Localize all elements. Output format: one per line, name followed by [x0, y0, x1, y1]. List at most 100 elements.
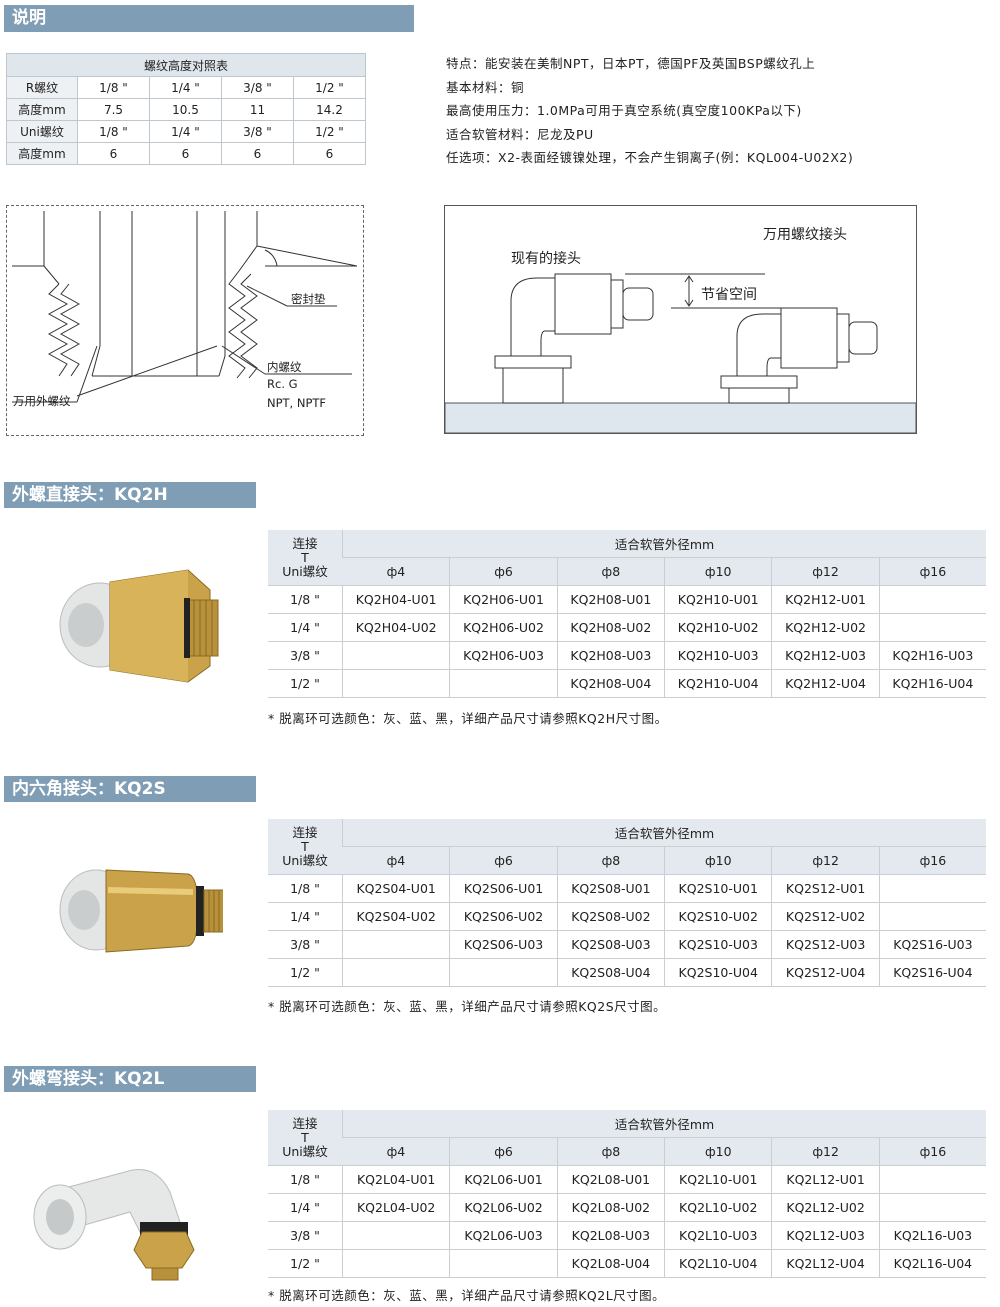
part-number: KQ2S10-U03 — [664, 930, 772, 959]
thread-size: 3/8 " — [268, 641, 343, 670]
part-number: KQ2L04-U02 — [341, 1193, 450, 1222]
size-header: ф4 — [342, 557, 450, 586]
thread-cell: 14.2 — [293, 98, 366, 121]
part-number: KQ2L10-U04 — [664, 1249, 772, 1278]
thread-height-table: 螺纹高度对照表 R螺纹 1/8 " 1/4 " 3/8 " 1/2 " 高度mm… — [6, 53, 366, 165]
hose-od-header: 适合软管外径mm — [342, 530, 986, 558]
thread-size: 1/2 " — [268, 1249, 343, 1278]
fitting-comparison-drawing — [445, 273, 916, 433]
part-number: KQ2H06-U01 — [449, 585, 558, 614]
feature-list: 特点：能安装在美制NPT，日本PT，德国PF及英国BSP螺纹孔上 基本材料：铜 … — [446, 52, 853, 170]
thread-size: 1/4 " — [268, 1193, 343, 1222]
product-note-kq2l: * 脱离环可选颜色：灰、蓝、黑，详细产品尺寸请参照KQ2L尺寸图。 — [268, 1288, 666, 1303]
part-number: KQ2L10-U02 — [664, 1193, 772, 1222]
part-number: KQ2H10-U01 — [664, 585, 772, 614]
size-header: ф10 — [664, 557, 772, 586]
part-number: KQ2S10-U01 — [664, 874, 772, 903]
part-number — [878, 902, 986, 931]
part-number: KQ2H08-U04 — [556, 669, 665, 698]
part-number: KQ2S06-U01 — [449, 874, 558, 903]
rc-g-label: Rc. G — [267, 377, 298, 391]
product-note-kq2h: * 脱离环可选颜色：灰、蓝、黑，详细产品尺寸请参照KQ2H尺寸图。 — [268, 711, 668, 726]
table-row: 1/4 " KQ2L04-U02 KQ2L06-U02 KQ2L08-U02 K… — [268, 1193, 986, 1222]
part-number: KQ2L12-U04 — [771, 1249, 880, 1278]
thread-cell: 6 — [149, 142, 222, 165]
part-number: KQ2L12-U03 — [771, 1221, 880, 1250]
part-number: KQ2S04-U01 — [341, 874, 450, 903]
part-number: KQ2H06-U03 — [449, 641, 558, 670]
size-header: ф8 — [556, 846, 665, 875]
size-header: ф10 — [664, 846, 772, 875]
feature-item: 适合软管材料：尼龙及PU — [446, 126, 594, 142]
thread-cell: 6 — [221, 142, 294, 165]
table-row: 1/2 " KQ2S08-U04 KQ2S10-U04 KQ2S12-U04 K… — [268, 958, 986, 987]
part-number: KQ2H06-U02 — [449, 613, 558, 642]
product-photo-kq2h — [48, 540, 223, 690]
part-number — [878, 1193, 986, 1222]
seal-label: 密封垫 — [291, 292, 326, 306]
thread-cell: 3/8 " — [221, 76, 294, 99]
part-number: KQ2S08-U02 — [556, 902, 665, 931]
feature-item: 任选项：X2-表面经镀镍处理，不会产生铜离子(例：KQL004-U02X2) — [446, 150, 854, 165]
size-header: ф6 — [449, 557, 558, 586]
thread-cell: 6 — [293, 142, 366, 165]
thread-cell: 6 — [77, 142, 150, 165]
part-number: KQ2S08-U03 — [556, 930, 665, 959]
thread-cell: 1/2 " — [293, 76, 366, 99]
part-number: KQ2H12-U03 — [771, 641, 880, 670]
part-number: KQ2L08-U03 — [556, 1221, 665, 1250]
part-number — [878, 585, 986, 614]
part-number: KQ2H12-U02 — [771, 613, 880, 642]
part-number: KQ2L06-U01 — [449, 1165, 558, 1194]
size-header: ф12 — [771, 846, 880, 875]
thread-cell: 1/8 " — [77, 76, 150, 99]
npt-label: NPT, NPTF — [267, 396, 327, 410]
part-number: KQ2L08-U01 — [556, 1165, 665, 1194]
size-header: ф12 — [771, 557, 880, 586]
part-number: KQ2S10-U04 — [664, 958, 772, 987]
part-number: KQ2H04-U02 — [341, 613, 450, 642]
table-row: 1/4 " KQ2H04-U02 KQ2H06-U02 KQ2H08-U02 K… — [268, 613, 986, 642]
thread-cell: 1/4 " — [149, 120, 222, 143]
thread-size: 1/2 " — [268, 958, 343, 987]
size-header: ф4 — [342, 1137, 450, 1166]
part-number: KQ2H10-U03 — [664, 641, 772, 670]
thread-size: 3/8 " — [268, 1221, 343, 1250]
table-row: 1/8 " KQ2S04-U01 KQ2S06-U01 KQ2S08-U01 K… — [268, 874, 986, 903]
space-saving-diagram: 万用螺纹接头 现有的接头 节省空间 — [444, 205, 917, 434]
thread-seal-drawing — [12, 211, 358, 403]
size-header: ф4 — [342, 846, 450, 875]
size-header: ф16 — [878, 557, 986, 586]
size-header: ф6 — [449, 846, 558, 875]
part-number: KQ2H12-U04 — [771, 669, 880, 698]
part-number: KQ2L04-U01 — [341, 1165, 450, 1194]
section-title-explain: 说明 — [4, 5, 414, 32]
thread-row: Uni螺纹 1/8 " 1/4 " 3/8 " 1/2 " — [6, 120, 366, 143]
part-number: KQ2L12-U01 — [771, 1165, 880, 1194]
part-number — [449, 669, 558, 698]
part-number — [341, 1249, 450, 1278]
product-note-kq2s: * 脱离环可选颜色：灰、蓝、黑，详细产品尺寸请参照KQ2S尺寸图。 — [268, 999, 667, 1014]
feature-item: 最高使用压力：1.0MPa可用于真空系统(真空度100KPa以下) — [446, 103, 802, 118]
section-title-kq2s: 内六角接头：KQ2S — [4, 776, 256, 802]
size-header: ф8 — [556, 1137, 665, 1166]
existing-fitting-label: 现有的接头 — [511, 251, 581, 267]
product-photo-kq2l — [30, 1122, 230, 1282]
part-number: KQ2S08-U04 — [556, 958, 665, 987]
part-number: KQ2L06-U03 — [449, 1221, 558, 1250]
thread-size: 1/4 " — [268, 613, 343, 642]
part-number — [341, 958, 450, 987]
thread-row-label: R螺纹 — [6, 76, 78, 99]
feature-item: 基本材料：铜 — [446, 79, 525, 95]
part-number: KQ2H16-U04 — [878, 669, 986, 698]
part-number: KQ2S12-U01 — [771, 874, 880, 903]
part-number: KQ2S10-U02 — [664, 902, 772, 931]
part-number: KQ2S06-U02 — [449, 902, 558, 931]
feature-item: 特点：能安装在美制NPT，日本PT，德国PF及英国BSP螺纹孔上 — [446, 56, 816, 71]
size-header: ф16 — [878, 846, 986, 875]
thread-cell: 11 — [221, 98, 294, 121]
section-title-kq2h: 外螺直接头：KQ2H — [4, 482, 256, 508]
